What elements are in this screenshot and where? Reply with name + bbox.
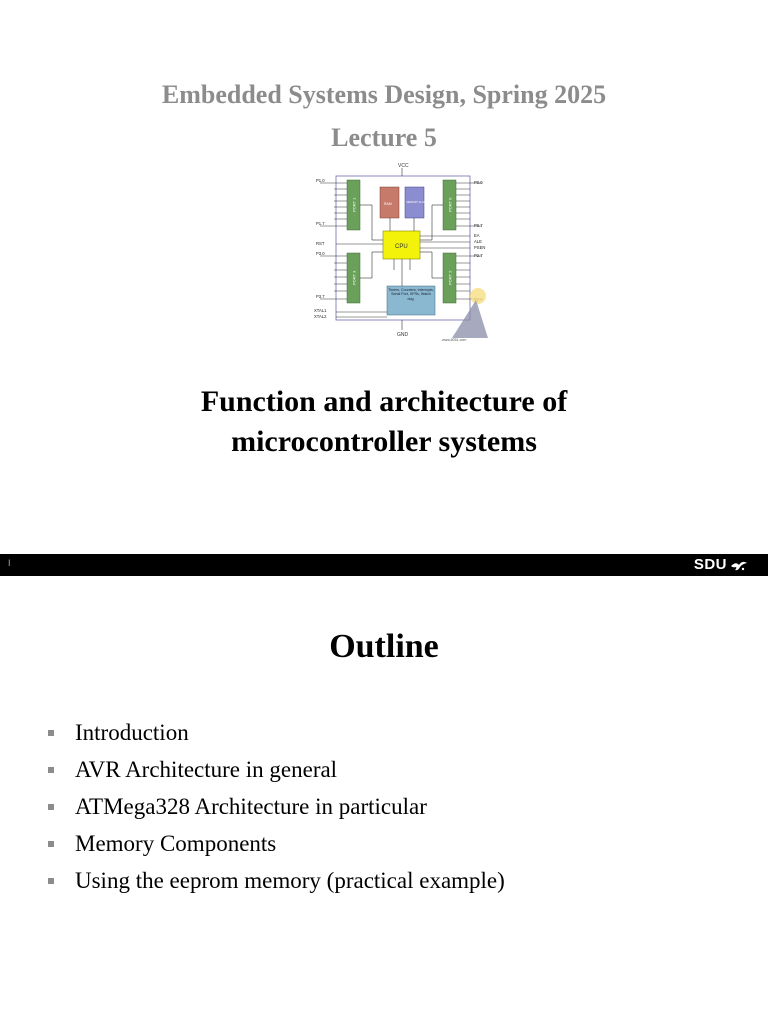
list-item: Introduction (48, 714, 505, 751)
outline-slide: Outline Introduction AVR Architecture in… (0, 576, 768, 1024)
pin-label: RST (316, 241, 325, 246)
peripherals-label: Timers, Counters, Interrupts, Serial Por… (388, 288, 434, 301)
outline-title: Outline (329, 628, 439, 665)
pin-label: EA (474, 233, 480, 238)
sdu-logo: SDU (694, 556, 748, 573)
list-item: Using the eeprom memory (practical examp… (48, 862, 505, 899)
port2-label: PORT 2 (448, 270, 453, 285)
ram-label: RAM (384, 202, 392, 206)
cpu-block (382, 230, 421, 260)
outline-list: Introduction AVR Architecture in general… (48, 714, 505, 899)
list-item-text: AVR Architecture in general (75, 756, 338, 782)
pin-label: P0.0 (474, 180, 483, 185)
pin-label: P3.7 (316, 294, 325, 299)
bullet-icon (48, 766, 54, 773)
rom-label: MEMORY FLASH (407, 200, 428, 204)
port0-label: PORT 0 (448, 197, 453, 212)
sdu-logo-text: SDU (693, 556, 727, 573)
vcc-label: VCC (398, 163, 409, 169)
course-title: Embedded Systems Design, Spring 2025 (161, 80, 607, 109)
microcontroller-block-diagram: VCC GND PORT 1 PORT 0 PORT 3 PORT 2 RAM … (312, 160, 492, 344)
bullet-icon (48, 803, 54, 810)
cpu-label: CPU (395, 244, 408, 250)
list-item: ATMega328 Architecture in particular (48, 788, 505, 825)
pin-label: P1.0 (316, 178, 325, 183)
pointer-shadow-icon (452, 300, 488, 338)
pin-label: P3.0 (316, 251, 325, 256)
list-item-text: ATMega328 Architecture in particular (75, 793, 427, 819)
slide-heading-line1: Function and architecture of (200, 385, 568, 418)
port3-label: PORT 3 (352, 270, 357, 285)
pin-label: PSEN (474, 245, 485, 250)
bullet-icon (48, 729, 54, 736)
diagram-credit: www.8051.com (442, 338, 466, 342)
slide-heading-line2: microcontroller systems (231, 425, 537, 458)
sdu-bird-icon (731, 561, 747, 570)
slide-footer-bar: I SDU (0, 554, 768, 576)
lecture-number: Lecture 5 (331, 123, 437, 152)
bullet-icon (48, 840, 54, 847)
bullet-icon (48, 877, 54, 884)
ram-block (379, 186, 400, 219)
page-mark: I (8, 558, 11, 568)
list-item-text: Introduction (75, 719, 189, 745)
gnd-label: GND (397, 332, 409, 338)
cursor-highlight-icon (470, 288, 486, 304)
pin-label: P1.7 (316, 221, 325, 226)
title-slide: Embedded Systems Design, Spring 2025 Lec… (161, 80, 607, 458)
pin-label: XTAL2 (314, 314, 327, 319)
list-item-text: Memory Components (75, 830, 277, 856)
pin-label: P0.7 (474, 223, 483, 228)
rom-block (404, 186, 425, 219)
pin-label: P2.7 (474, 253, 483, 258)
port1-label: PORT 1 (352, 197, 357, 212)
pin-label: XTAL1 (314, 308, 327, 313)
peripherals-block (386, 285, 436, 316)
list-item: Memory Components (48, 825, 505, 862)
list-item-text: Using the eeprom memory (practical examp… (75, 867, 505, 893)
list-item: AVR Architecture in general (48, 751, 505, 788)
pin-label: ALE (474, 239, 482, 244)
